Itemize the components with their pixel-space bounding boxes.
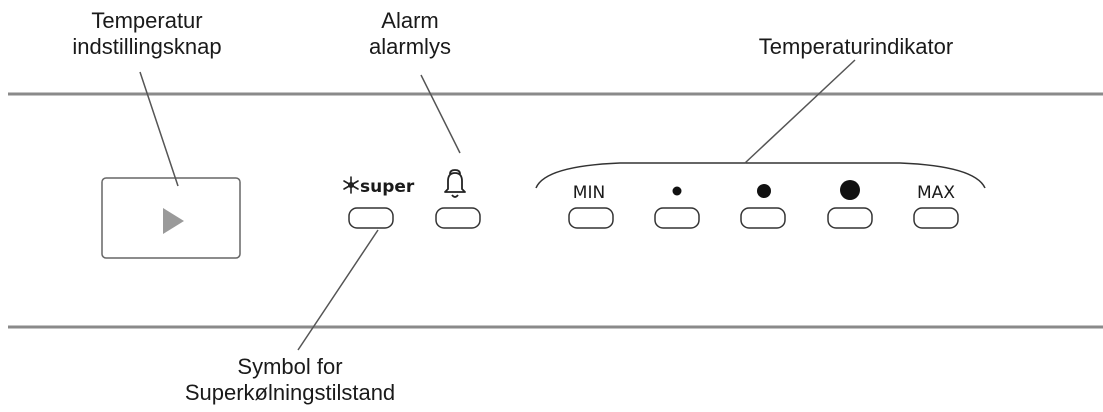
- indicator-max-label: MAX: [917, 183, 955, 203]
- callout-temperature-button-line2: indstillingsknap: [72, 34, 222, 59]
- leader-line-alarm: [420, 74, 461, 154]
- indicator-light-max: [913, 207, 959, 229]
- leader-line-indicator: [744, 59, 856, 164]
- alarm-light: [435, 207, 481, 229]
- dot-large-icon: [840, 180, 860, 200]
- indicator-light-min: [568, 207, 614, 229]
- temperature-indicator-arc: [535, 162, 986, 189]
- bell-icon: [444, 169, 466, 198]
- supercool-indicator-light: [348, 207, 394, 229]
- leader-line-supercool: [297, 229, 379, 351]
- callout-temperature-indicator: Temperaturindikator: [759, 34, 953, 60]
- indicator-min-label: MIN: [573, 183, 605, 203]
- callout-alarm-line2: alarmlys: [369, 34, 451, 59]
- snowflake-icon: [343, 176, 359, 194]
- callout-temperature-button: Temperatur indstillingsknap: [72, 8, 221, 60]
- callout-temperature-indicator-line1: Temperaturindikator: [758, 34, 954, 59]
- callout-supercool-line2: Superkølningstilstand: [184, 380, 396, 405]
- dot-medium-icon: [757, 184, 771, 198]
- callout-alarm-line1: Alarm: [381, 8, 439, 33]
- callout-alarm: Alarm alarmlys: [369, 8, 451, 60]
- indicator-light-4: [827, 207, 873, 229]
- indicator-light-3: [740, 207, 786, 229]
- play-triangle-icon: [163, 208, 184, 234]
- leader-line-temp-button: [139, 71, 179, 187]
- indicator-light-2: [654, 207, 700, 229]
- callout-supercool-symbol: Symbol for Superkølningstilstand: [185, 354, 395, 406]
- dot-small-icon: [672, 186, 682, 196]
- super-label: super: [360, 177, 415, 197]
- callout-temperature-button-line1: Temperatur: [91, 8, 203, 33]
- callout-supercool-line1: Symbol for: [237, 354, 343, 379]
